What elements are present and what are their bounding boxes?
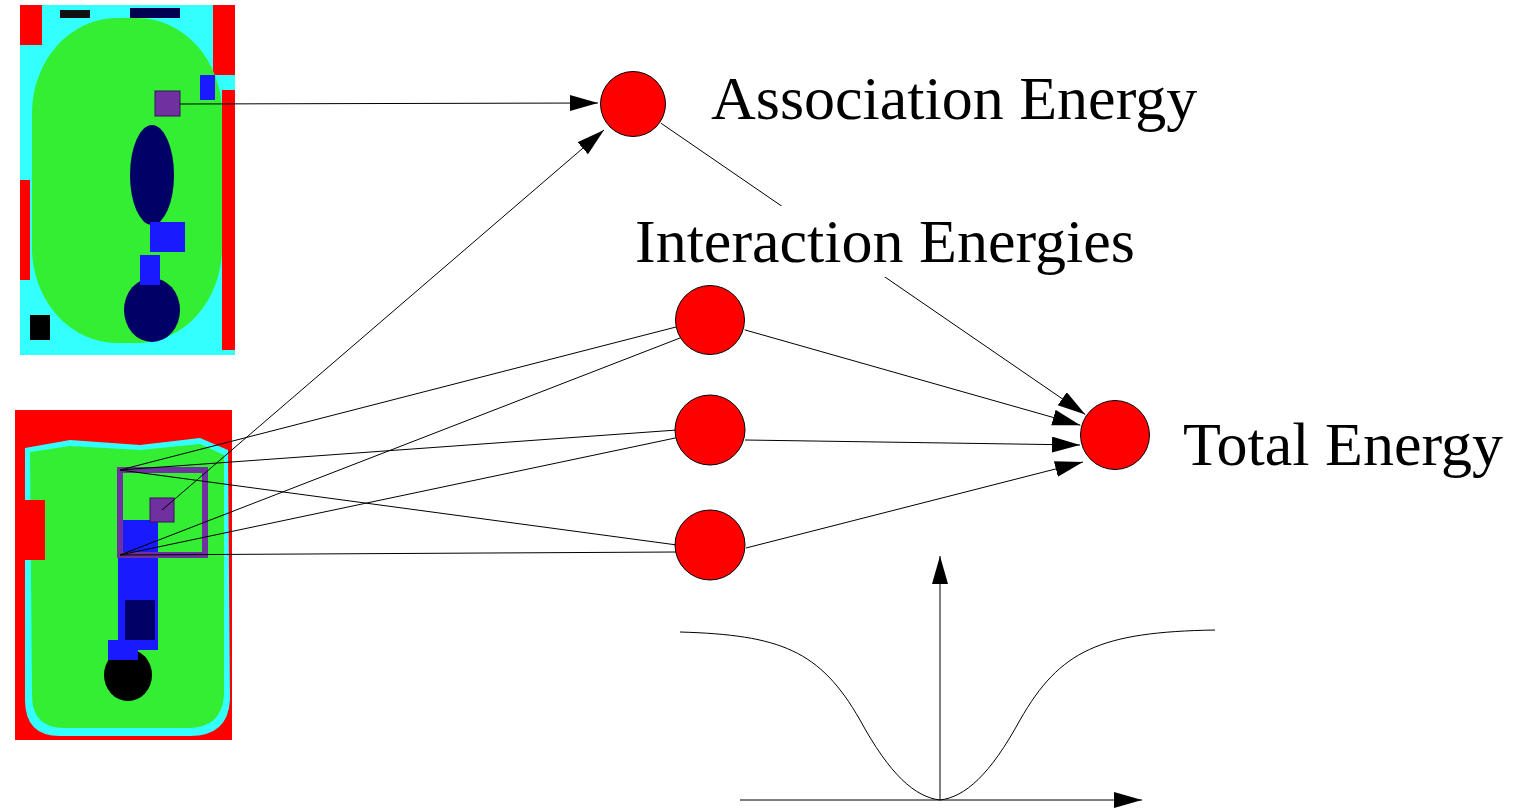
image-region [213,5,235,75]
image-region [32,18,222,343]
neighbourhood-window [120,470,205,555]
image-ground [20,5,235,355]
input-line [120,327,676,470]
input-line [120,430,677,470]
energy-circle [675,395,745,465]
image-region [20,5,42,45]
image-blob [130,125,174,225]
image-speck [60,10,90,18]
energy-arrow [745,330,1081,425]
node-label: Association Energy [709,63,1199,134]
input-line [180,103,598,104]
node-label: Total Energy [1181,409,1505,480]
image-blob [140,255,160,285]
marker-square [155,91,180,116]
potential-curve [680,630,1215,800]
image-region [25,438,230,736]
image-region [30,444,224,728]
axis [940,556,941,800]
input-line [120,470,677,545]
image-region [20,180,30,280]
energy-circle: Association Energy [600,71,666,137]
input-line [120,437,680,555]
energy-arrow [745,440,1080,445]
energy-circle: Interaction Energies [675,285,745,355]
energy-circle: Total Energy [1080,400,1150,470]
image-region [222,90,235,350]
image-blob [118,520,158,650]
image-blob [125,600,155,640]
image-speck [30,315,50,340]
image-speck [130,8,180,18]
input-line [120,338,680,555]
image-ground [15,410,232,740]
energy-circle [675,510,745,580]
image-speck [200,75,215,100]
image-blob [108,640,138,660]
energy-arrow [746,462,1083,548]
node-label: Interaction Energies [633,206,1137,277]
input-line [120,552,676,555]
image-blob [124,278,180,342]
image-blob [150,222,185,252]
image-region [15,500,45,560]
